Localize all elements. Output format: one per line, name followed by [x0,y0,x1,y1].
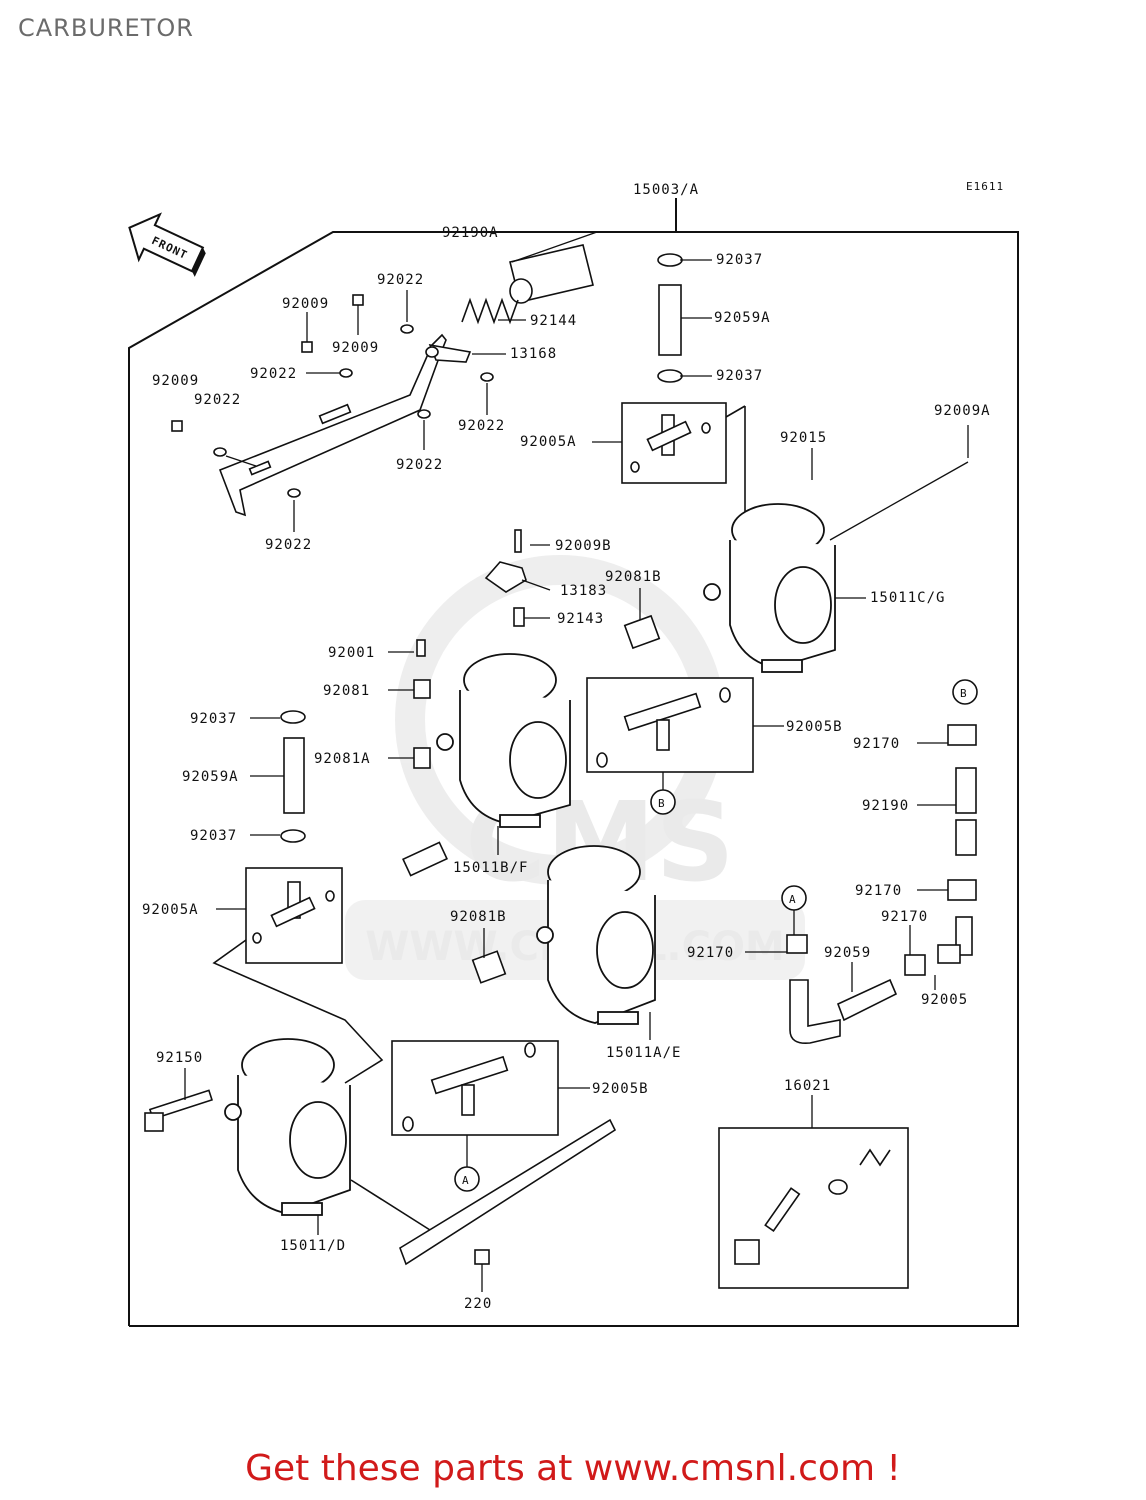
part-92022-e: 92022 [396,457,443,473]
carburetor-body-d [224,1038,351,1216]
part-92005A-b: 92005A [142,902,199,918]
mixture-screw-part [144,1089,213,1132]
part-92144: 92144 [530,313,577,329]
part-92170-d: 92170 [687,945,734,961]
diagram-frame [128,198,1019,1327]
part-15011B-F: 15011B/F [453,860,528,876]
part-15011-D: 15011/D [280,1238,346,1254]
ref-b-mid: B [658,797,666,810]
reference-markers [454,679,978,1192]
mounting-rail [350,1118,617,1266]
pilot-screw-kit-box [718,1127,909,1289]
fuel-joint-box-b-lower [391,1040,559,1136]
part-92009B: 92009B [555,538,612,554]
part-92022-d: 92022 [458,418,505,434]
part-13168: 13168 [510,346,557,362]
left-tube-parts [245,710,343,964]
page-title: CARBURETOR [18,14,194,42]
part-92037-c: 92037 [190,711,237,727]
part-92190: 92190 [862,798,909,814]
part-92150: 92150 [156,1050,203,1066]
part-92022-c: 92022 [194,392,241,408]
mounting-bracket [218,333,472,517]
join-lines [212,939,384,1084]
part-92081: 92081 [323,683,370,699]
part-92005B-b: 92005B [592,1081,649,1097]
part-92005A-a: 92005A [520,434,577,450]
part-92005: 92005 [921,992,968,1008]
part-92059A-b: 92059A [182,769,239,785]
part-15011C-G: 15011C/G [870,590,945,606]
fuel-joint-box-b-upper [586,677,754,773]
part-16021: 16021 [784,1078,831,1094]
part-92009-b: 92009 [332,340,379,356]
part-92009-c: 92009 [152,373,199,389]
part-92081A: 92081A [314,751,371,767]
carburetor-body-a [536,845,656,1025]
part-92059: 92059 [824,945,871,961]
throttle-spring-parts [461,244,683,383]
part-92015: 92015 [780,430,827,446]
part-92170-b: 92170 [855,883,902,899]
part-92005B-a: 92005B [786,719,843,735]
part-92022-b: 92022 [250,366,297,382]
carburetor-diagram: CMS WWW.CMSNL.COM FRONT [128,180,1019,1327]
leader-lines [184,231,969,1292]
right-hose-parts [786,724,977,1045]
part-92009-a: 92009 [282,296,329,312]
ref-a-right: A [789,893,797,906]
part-92081B-a: 92081B [605,569,662,585]
part-92037-a: 92037 [716,252,763,268]
footer-link[interactable]: Get these parts at www.cmsnl.com ! [245,1448,901,1489]
part-92143: 92143 [557,611,604,627]
part-92022-a: 92022 [377,272,424,288]
part-92170-c: 92170 [881,909,928,925]
part-92001: 92001 [328,645,375,661]
carburetor-body-b [436,653,571,828]
part-92009A: 92009A [934,403,991,419]
bracket-hardware [171,294,494,498]
ref-b-top: B [960,687,968,700]
part-92059A-a: 92059A [714,310,771,326]
part-92170-a: 92170 [853,736,900,752]
part-92037-d: 92037 [190,828,237,844]
part-13183: 13183 [560,583,607,599]
fuel-joint-box-top [621,402,746,525]
center-small-parts [402,529,661,984]
front-arrow-icon: FRONT [128,212,206,277]
diagram-code: E1611 [966,180,1004,193]
part-92037-b: 92037 [716,368,763,384]
ref-a-bottom: A [462,1174,470,1187]
assembly-label: 15003/A [633,182,699,198]
part-92081B-b: 92081B [450,909,507,925]
part-92190A: 92190A [442,225,499,241]
part-15011A-E: 15011A/E [606,1045,681,1061]
carburetor-body-c [703,503,836,673]
part-220: 220 [464,1296,492,1312]
part-92022-f: 92022 [265,537,312,553]
